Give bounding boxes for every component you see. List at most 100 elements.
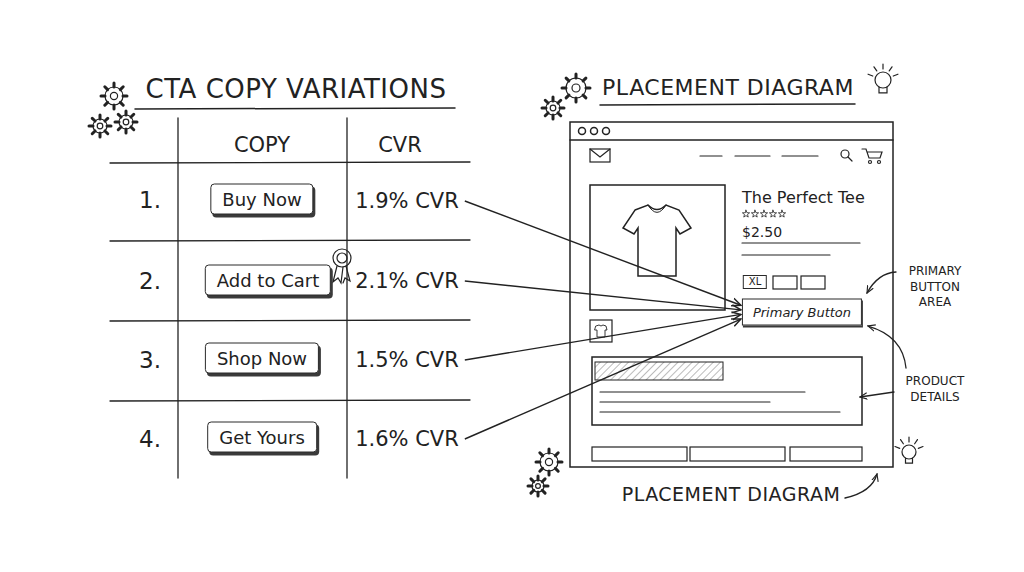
cta-button: Add to Cart	[205, 265, 331, 296]
table-grid	[110, 400, 470, 401]
nav-bar	[848, 157, 852, 161]
product-price: $2.50	[742, 224, 782, 240]
gear-icon	[540, 468, 543, 471]
gear-icon	[537, 476, 540, 480]
gear-icon	[566, 95, 569, 98]
gear-icon	[105, 131, 108, 134]
table-grid	[110, 320, 470, 321]
lightbulb-icon	[882, 64, 883, 69]
lightbulb-icon	[915, 440, 918, 444]
leader-line	[868, 326, 906, 368]
gear-icon	[93, 119, 107, 133]
product-text-lines	[742, 242, 860, 243]
column-header: COPY	[234, 133, 290, 157]
cta-button: Get Yours	[207, 422, 317, 453]
product-title: The Perfect Tee	[742, 188, 865, 207]
node-text: Primary Button	[753, 305, 851, 320]
node-text: 1.5% CVR	[355, 348, 459, 372]
gear-icon	[131, 127, 134, 130]
primary-button: Primary Button	[742, 299, 862, 326]
gear-icon	[110, 92, 117, 99]
gear-icon	[113, 105, 116, 109]
product-text-lines	[801, 276, 825, 289]
gear-icon	[119, 115, 133, 129]
lightbulb-icon	[902, 445, 916, 459]
gear-icon	[583, 78, 586, 81]
node-text: Get Yours	[219, 427, 305, 448]
lightbulb-icon	[908, 437, 909, 442]
leader-line	[860, 392, 894, 397]
winner-ribbon	[337, 253, 347, 263]
gear-icon	[528, 485, 532, 488]
gear-icon	[536, 484, 541, 489]
column-header: CVR	[378, 133, 422, 157]
nav-bar	[590, 149, 610, 162]
nav-bar	[869, 161, 872, 164]
row-number: 4.	[139, 426, 161, 452]
cta-button: Buy Now	[210, 184, 313, 215]
gear-icon	[586, 87, 590, 90]
gear-icon	[542, 490, 545, 493]
gear-icon	[537, 492, 540, 496]
connector-arrow	[465, 319, 741, 439]
gear-icon	[123, 119, 129, 125]
browser-window	[570, 122, 893, 467]
nav-bar	[878, 161, 881, 164]
rating-star	[778, 210, 785, 217]
gear-icon	[97, 123, 103, 129]
callout-note: PRIMARY BUTTON AREA	[893, 264, 977, 311]
lightbulb-icon	[901, 440, 904, 444]
row-number: 3.	[139, 347, 161, 373]
gear-icon	[545, 113, 548, 116]
gear-icon	[120, 102, 123, 105]
gear-icon	[125, 129, 128, 133]
nav-bar	[862, 149, 882, 158]
gear-icon	[555, 453, 558, 456]
gear-icon	[105, 87, 108, 90]
gear-icon	[99, 133, 102, 137]
gear-icon	[120, 87, 123, 90]
lightbulb-icon	[879, 87, 887, 93]
cvr-cell: 1.5% CVR	[351, 344, 463, 376]
cta-button: Shop Now	[205, 343, 319, 374]
product-text-lines	[773, 276, 797, 289]
product-text-lines	[742, 254, 830, 255]
gear-icon	[115, 111, 137, 133]
gear-icon	[536, 449, 562, 475]
nav-bar	[590, 149, 610, 157]
gear-icon	[548, 471, 551, 475]
gear-icon	[99, 115, 102, 119]
nav-bar	[590, 149, 882, 164]
footer-tabs	[592, 447, 862, 461]
diagram-title: CTA COPY VARIATIONS	[146, 74, 447, 104]
gear-icon	[89, 74, 590, 496]
gear-icon	[113, 83, 116, 87]
rating-star	[760, 210, 767, 217]
heading-underline	[135, 104, 855, 109]
browser-window	[591, 128, 598, 135]
lightbulb-icon	[868, 74, 873, 76]
gear-icon	[105, 102, 108, 105]
connector-arrow	[465, 281, 741, 310]
lightbulb-icon	[889, 67, 892, 71]
rating-star	[742, 210, 749, 217]
gear-icon	[133, 121, 137, 124]
browser-window	[570, 139, 893, 141]
node-text: XL	[749, 276, 761, 288]
gear-icon	[115, 121, 119, 124]
gear-icon	[546, 101, 560, 115]
browser-window	[570, 122, 893, 467]
node-text: 1.9% CVR	[355, 189, 459, 213]
row-number: 1.	[139, 187, 161, 213]
gear-icon	[540, 453, 543, 456]
lightbulb-icon	[874, 67, 877, 71]
rating-star	[769, 210, 776, 217]
size-option: XL	[743, 275, 767, 289]
product-image	[648, 205, 666, 213]
footer-tabs	[790, 447, 862, 461]
footer-tabs	[690, 447, 785, 461]
product-image	[590, 185, 725, 342]
section-heading: PLACEMENT DIAGRAM	[602, 75, 854, 100]
node-text: 2.1% CVR	[355, 269, 459, 293]
